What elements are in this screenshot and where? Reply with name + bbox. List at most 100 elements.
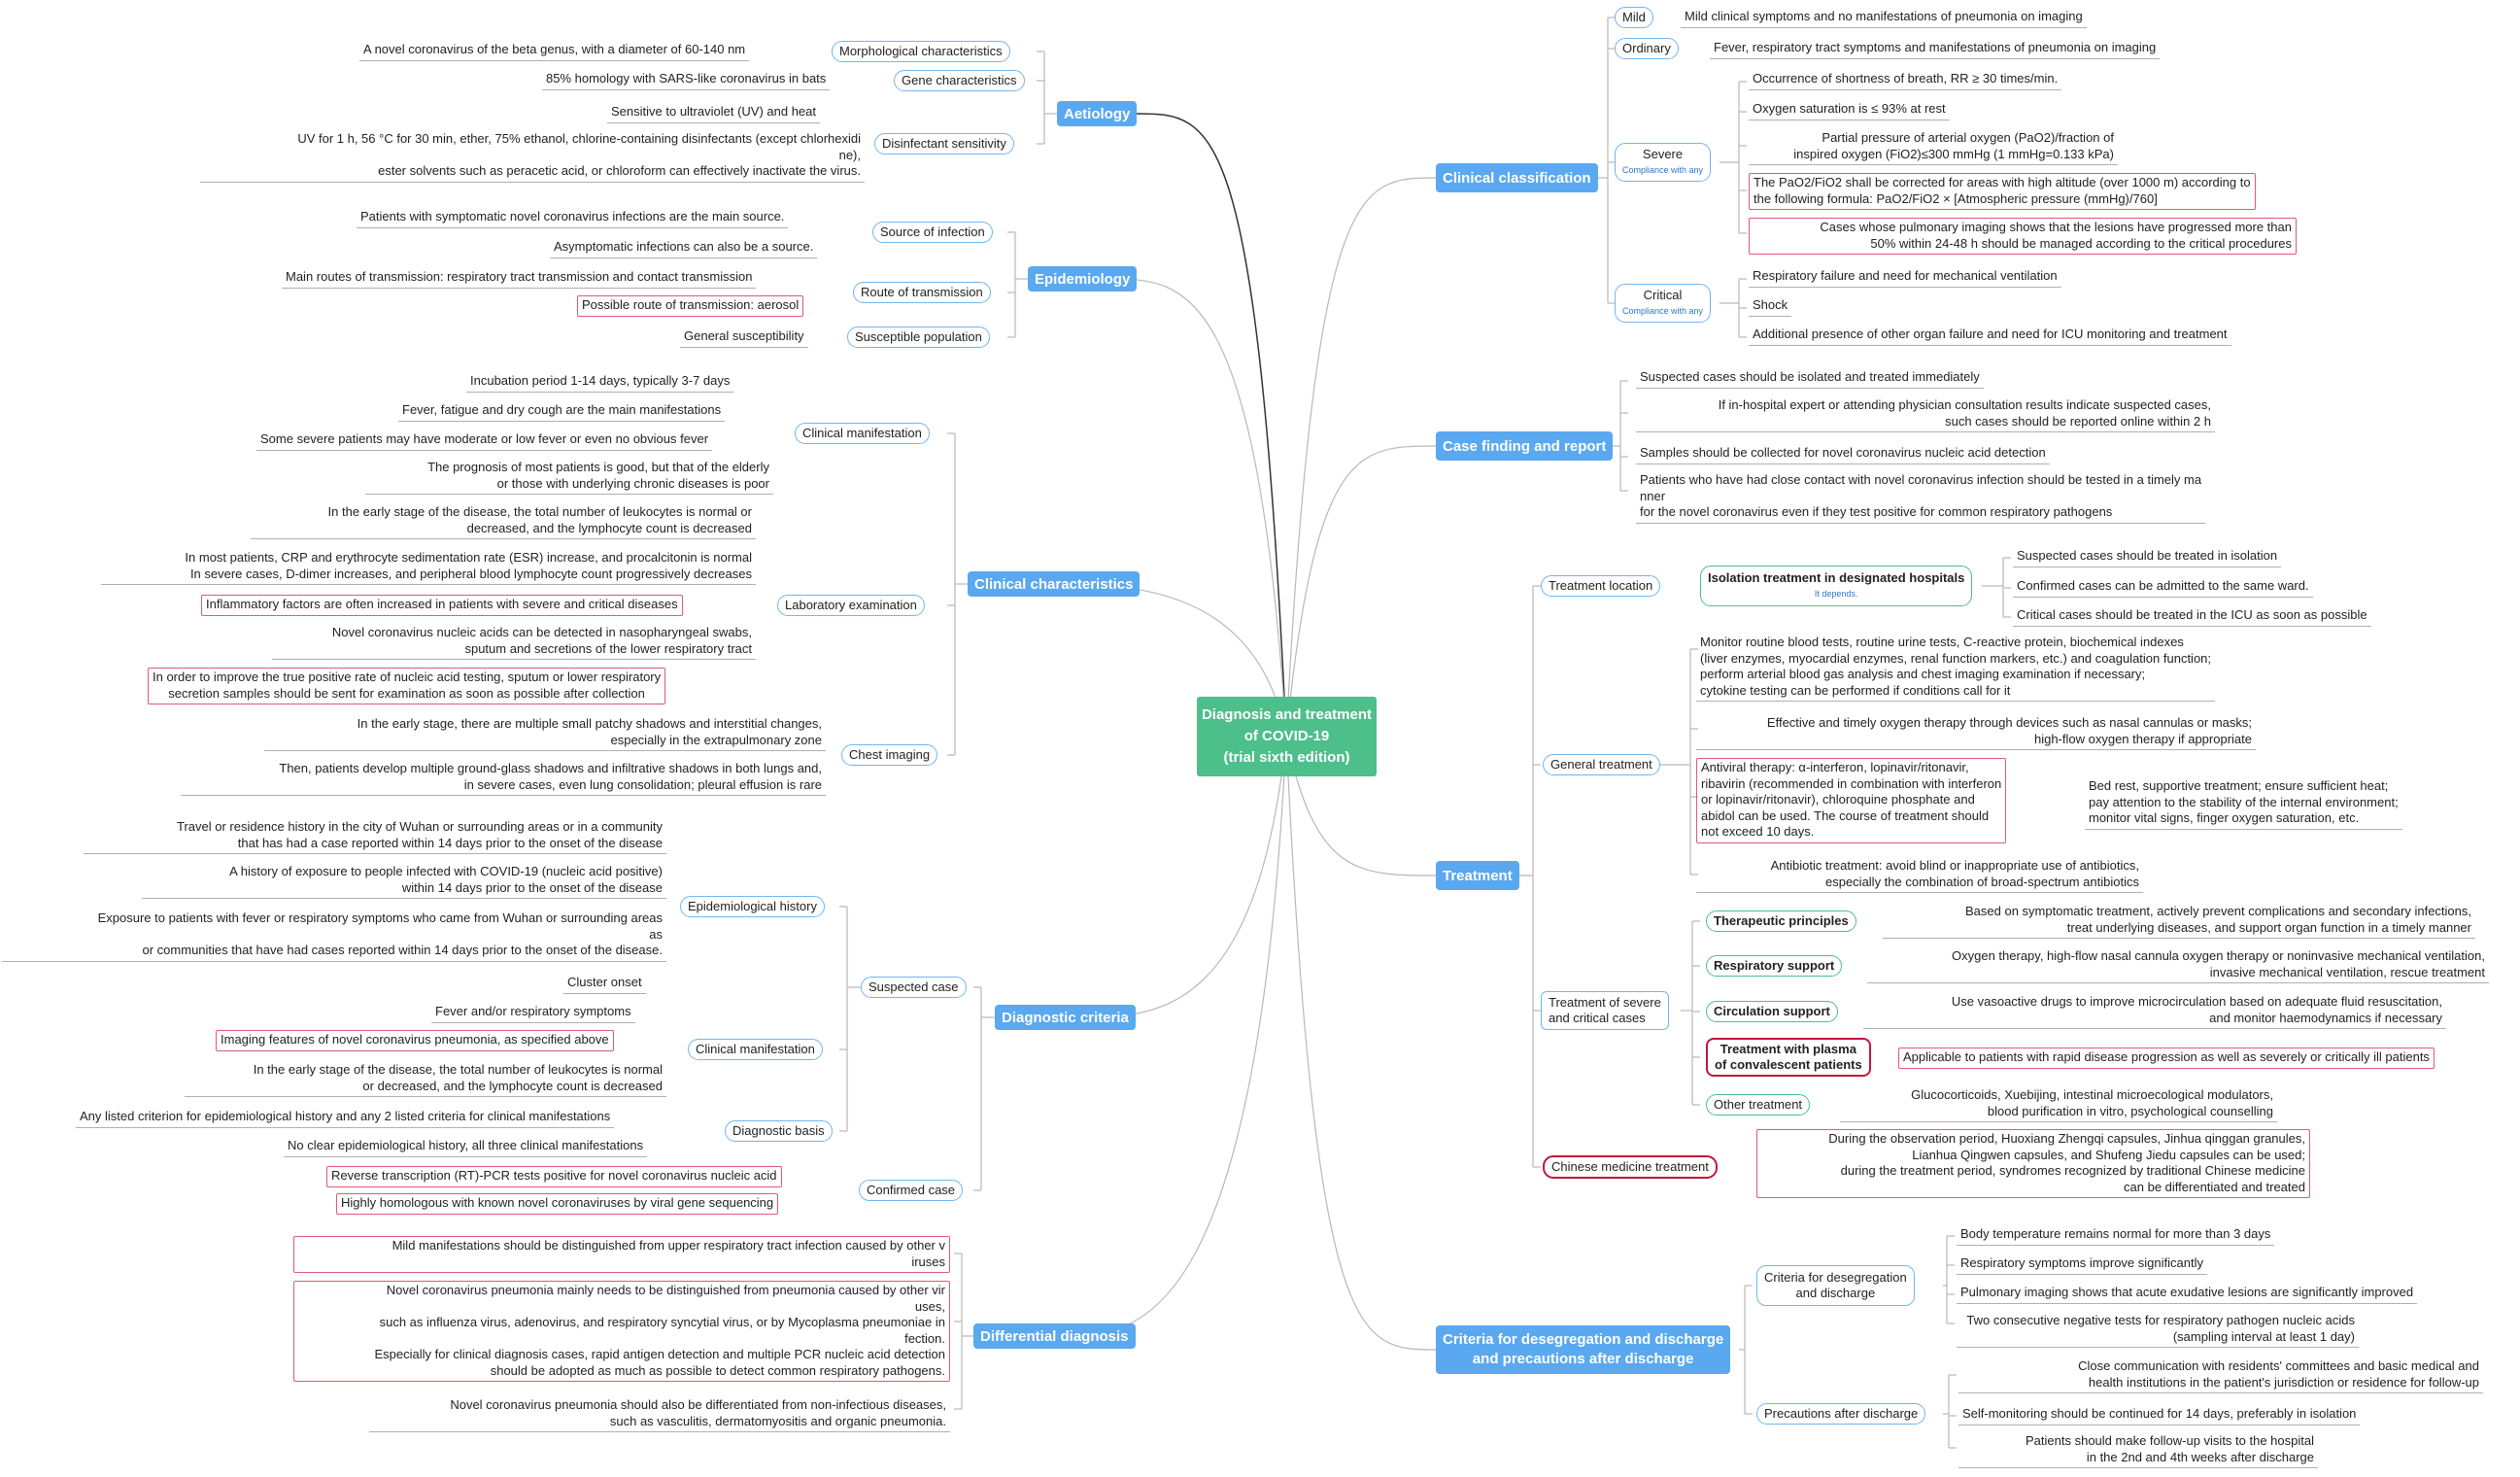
leaf-crit-2: Respiratory symptoms improve significant… <box>1957 1254 2207 1275</box>
compliance-tag-critical: Compliance with any <box>1622 306 1704 316</box>
leaf-source-2: Asymptomatic infections can also be a so… <box>550 238 818 258</box>
sub-diag-clinical-manifestation[interactable]: Clinical manifestation <box>688 1039 823 1060</box>
leaf-prec-2: Self-monitoring should be continued for … <box>1958 1405 2361 1425</box>
leaf-lab-2: In most patients, CRP and erythrocyte se… <box>101 549 756 585</box>
leaf-circ: Use vasoactive drugs to improve microcir… <box>1863 993 2446 1029</box>
leaf-severe-1: Occurrence of shortness of breath, RR ≥ … <box>1749 70 2062 90</box>
sub-mild[interactable]: Mild <box>1615 7 1653 28</box>
sub-source[interactable]: Source of infection <box>872 222 993 243</box>
leaf-chinese: During the observation period, Huoxiang … <box>1756 1129 2310 1198</box>
leaf-gene-text: 85% homology with SARS-like coronavirus … <box>542 70 831 90</box>
central-topic[interactable]: Diagnosis and treatment of COVID-19 (tri… <box>1197 697 1377 776</box>
sub-ordinary[interactable]: Ordinary <box>1615 38 1679 59</box>
leaf-crit-1: Body temperature remains normal for more… <box>1957 1225 2275 1246</box>
sub-severe[interactable]: Severe Compliance with any <box>1615 143 1712 182</box>
sub-chinese-medicine[interactable]: Chinese medicine treatment <box>1543 1155 1718 1179</box>
branch-diagnostic-criteria[interactable]: Diagnostic criteria <box>995 1005 1136 1030</box>
leaf-lab-3: Inflammatory factors are often increased… <box>201 595 683 616</box>
leaf-other: Glucocorticoids, Xuebijing, intestinal m… <box>1840 1086 2277 1122</box>
leaf-morph-text: A novel coronavirus of the beta genus, w… <box>359 41 750 61</box>
leaf-ordinary: Fever, respiratory tract symptoms and ma… <box>1710 39 2161 59</box>
sub-disinfectant[interactable]: Disinfectant sensitivity <box>874 133 1014 155</box>
leaf-gen-3b: Bed rest, supportive treatment; ensure s… <box>2085 777 2402 830</box>
sub-suspected-case[interactable]: Suspected case <box>861 977 967 998</box>
leaf-severe-2: Oxygen saturation is ≤ 93% at rest <box>1749 100 1950 120</box>
leaf-route-1: Main routes of transmission: respiratory… <box>282 268 757 289</box>
leaf-lab-4: Novel coronavirus nucleic acids can be d… <box>272 624 756 660</box>
leaf-confirmed-2: Highly homologous with known novel coron… <box>336 1193 779 1215</box>
compliance-tag: Compliance with any <box>1622 165 1704 175</box>
sub-isolation-treatment[interactable]: Isolation treatment in designated hospit… <box>1700 566 1973 606</box>
leaf-critical-1: Respiratory failure and need for mechani… <box>1749 267 2061 288</box>
leaf-cm-4: The prognosis of most patients is good, … <box>365 459 773 495</box>
leaf-epi-2: A history of exposure to people infected… <box>142 863 666 899</box>
sub-gene[interactable]: Gene characteristics <box>894 70 1025 91</box>
sub-treatment-location[interactable]: Treatment location <box>1541 575 1661 597</box>
leaf-case-4: Patients who have had close contact with… <box>1636 471 2206 524</box>
leaf-diff-1: Mild manifestations should be distinguis… <box>293 1236 950 1273</box>
branch-aetiology[interactable]: Aetiology <box>1057 101 1138 126</box>
leaf-source-1: Patients with symptomatic novel coronavi… <box>357 208 789 228</box>
sub-respiratory-support[interactable]: Respiratory support <box>1706 955 1843 977</box>
branch-epidemiology[interactable]: Epidemiology <box>1028 266 1138 292</box>
leaf-route-2: Possible route of transmission: aerosol <box>577 295 804 317</box>
leaf-dcm-2: Imaging features of novel coronavirus pn… <box>216 1030 614 1051</box>
leaf-prec-1: Close communication with residents' comm… <box>1958 1357 2483 1393</box>
leaf-dcm-1: Fever and/or respiratory symptoms <box>431 1003 635 1023</box>
leaf-confirmed-1: Reverse transcription (RT)-PCR tests pos… <box>326 1166 782 1187</box>
leaf-disinf-2: UV for 1 h, 56 °C for 30 min, ether, 75%… <box>200 130 865 183</box>
leaf-loc-3: Critical cases should be treated in the … <box>2013 606 2371 627</box>
sub-confirmed-case[interactable]: Confirmed case <box>859 1180 964 1201</box>
sub-plasma-treatment[interactable]: Treatment with plasma of convalescent pa… <box>1706 1038 1871 1077</box>
sub-other-treatment[interactable]: Other treatment <box>1706 1094 1811 1116</box>
isolation-label: Isolation treatment in designated hospit… <box>1708 570 1965 585</box>
leaf-basis-1: Any listed criterion for epidemiological… <box>76 1108 615 1128</box>
leaf-loc-1: Suspected cases should be treated in iso… <box>2013 547 2282 567</box>
leaf-diff-2: Novel coronavirus pneumonia mainly needs… <box>293 1281 950 1382</box>
sub-general-treatment[interactable]: General treatment <box>1543 754 1660 775</box>
leaf-prec-3: Patients should make follow-up visits to… <box>1958 1432 2318 1468</box>
branch-treatment[interactable]: Treatment <box>1436 861 1519 890</box>
leaf-critical-2: Shock <box>1749 296 1792 317</box>
sub-severe-critical-treatment[interactable]: Treatment of severe and critical cases <box>1541 991 1669 1030</box>
leaf-resp: Oxygen therapy, high-flow nasal cannula … <box>1867 947 2489 983</box>
leaf-severe-4: The PaO2/FiO2 shall be corrected for are… <box>1749 173 2256 210</box>
sub-susceptible[interactable]: Susceptible population <box>847 326 990 348</box>
leaf-case-1: Suspected cases should be isolated and t… <box>1636 368 1984 389</box>
sub-therapeutic-principles[interactable]: Therapeutic principles <box>1706 910 1856 932</box>
leaf-cm-3: Some severe patients may have moderate o… <box>256 430 713 451</box>
sub-epidemiological-history[interactable]: Epidemiological history <box>680 896 825 917</box>
sub-diagnostic-basis[interactable]: Diagnostic basis <box>725 1120 833 1142</box>
leaf-case-2: If in-hospital expert or attending physi… <box>1636 396 2215 432</box>
branch-discharge[interactable]: Criteria for desegregation and discharge… <box>1436 1325 1731 1374</box>
leaf-severe-3: Partial pressure of arterial oxygen (PaO… <box>1749 129 2118 165</box>
it-depends-tag: It depends. <box>1814 589 1858 599</box>
sub-circulation-support[interactable]: Circulation support <box>1706 1001 1838 1022</box>
leaf-dcm-3: In the early stage of the disease, the t… <box>185 1061 666 1097</box>
critical-label: Critical <box>1643 288 1683 302</box>
leaf-disinf-1: Sensitive to ultraviolet (UV) and heat <box>607 103 820 123</box>
branch-differential-diagnosis[interactable]: Differential diagnosis <box>973 1323 1136 1349</box>
leaf-loc-2: Confirmed cases can be admitted to the s… <box>2013 577 2313 598</box>
severe-label: Severe <box>1642 147 1684 161</box>
sub-route[interactable]: Route of transmission <box>853 282 991 303</box>
sub-precautions[interactable]: Precautions after discharge <box>1756 1403 1926 1425</box>
leaf-gen-1: Monitor routine blood tests, routine uri… <box>1696 634 2216 702</box>
leaf-princ: Based on symptomatic treatment, actively… <box>1883 903 2475 939</box>
sub-morphological[interactable]: Morphological characteristics <box>832 41 1010 62</box>
leaf-mild: Mild clinical symptoms and no manifestat… <box>1681 8 2087 28</box>
leaf-suscept: General susceptibility <box>680 327 808 348</box>
leaf-chest-1: In the early stage, there are multiple s… <box>264 715 826 751</box>
sub-lab-exam[interactable]: Laboratory examination <box>777 595 925 616</box>
leaf-cm-1: Incubation period 1-14 days, typically 3… <box>466 372 734 393</box>
sub-chest-imaging[interactable]: Chest imaging <box>841 744 938 766</box>
sub-critical[interactable]: Critical Compliance with any <box>1615 284 1712 323</box>
branch-case-finding[interactable]: Case finding and report <box>1436 431 1614 461</box>
branch-clinical-characteristics[interactable]: Clinical characteristics <box>968 571 1141 597</box>
sub-discharge-criteria[interactable]: Criteria for desegregation and discharge <box>1756 1265 1915 1306</box>
sub-clinical-manifestation[interactable]: Clinical manifestation <box>795 423 930 444</box>
branch-clinical-classification[interactable]: Clinical classification <box>1436 163 1598 192</box>
leaf-gen-3: Antiviral therapy: α-interferon, lopinav… <box>1696 758 2007 843</box>
leaf-severe-5: Cases whose pulmonary imaging shows that… <box>1749 218 2297 255</box>
